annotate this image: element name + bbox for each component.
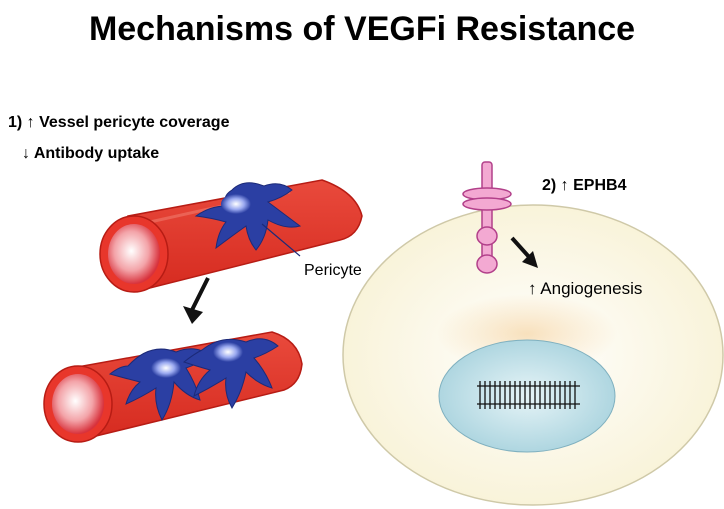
nucleus [438,339,616,453]
arrow-angiogenesis [510,236,538,268]
arrow-vessel-down [183,277,210,324]
mechanism-1-line-2: ↓ Antibody uptake [22,145,160,162]
pericyte-pointer-line [261,223,301,257]
receptor-stalk [481,161,493,267]
vessel-bottom-lumen [52,374,104,434]
pericyte-bottom-right [182,338,279,409]
vessel-top-lumen [108,224,160,284]
receptor-ring-2 [462,197,512,211]
pericyte-bottom-left-nucleus [151,358,181,378]
dna-icon [477,381,580,409]
mechanism-1-line-1: 1) ↑ Vessel pericyte coverage [8,114,230,131]
pericyte-bottom-left [108,348,211,422]
receptor-domain-1 [476,226,498,246]
receptor-domain-2 [476,254,498,274]
tumor-cell [342,204,724,506]
pericyte-label: Pericyte [304,262,362,279]
vessel-top [99,179,363,293]
mechanism-2-label: 2) ↑ EPHB4 [542,177,627,194]
pericyte-bottom-right-nucleus [213,342,243,362]
pericyte-top-nucleus [221,194,251,214]
ephb4-receptor [462,161,512,274]
diagram-title: Mechanisms of VEGFi Resistance [88,10,636,48]
pericyte-top [194,182,302,257]
angiogenesis-label: ↑ Angiogenesis [528,279,643,298]
